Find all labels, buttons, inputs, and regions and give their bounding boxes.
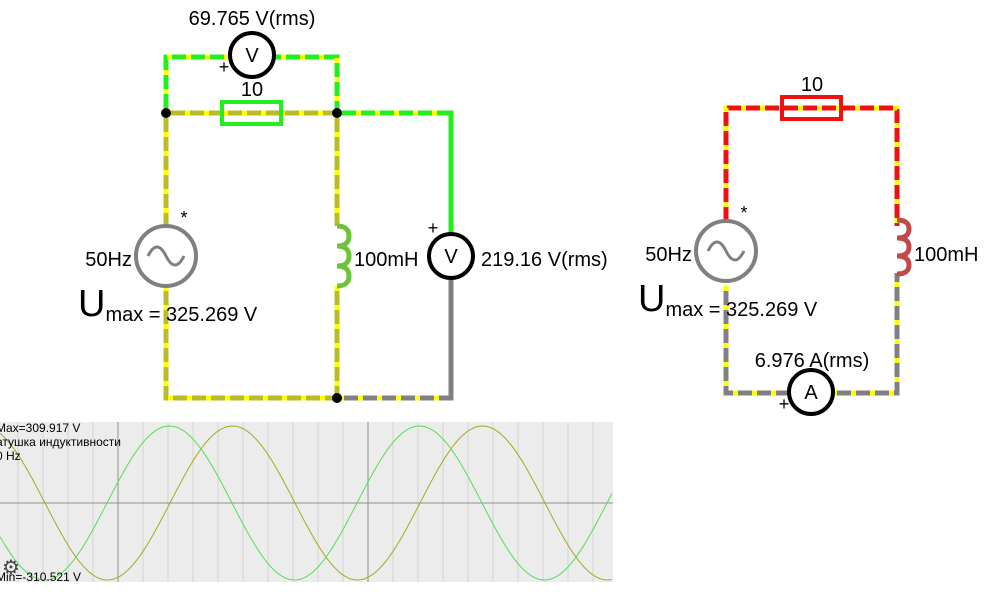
wire-to-voltmeter-right[interactable]: [337, 110, 454, 232]
source-right-umax: Umax = 325.269 V: [638, 278, 818, 321]
wire-right-gray-left[interactable]: [723, 286, 791, 396]
voltmeter-top-reading: 69.765 V(rms): [189, 8, 316, 30]
scope-trace-voltmeter: [0, 425, 613, 581]
gear-icon[interactable]: ⚙: [2, 557, 20, 579]
resistor-right[interactable]: [780, 95, 843, 121]
ac-source-right[interactable]: [694, 219, 758, 283]
scope-min-label: Min=-310.521 V: [0, 570, 82, 582]
voltmeter-top-plus: +: [219, 57, 230, 77]
inductor-right-label: 100mH: [914, 244, 978, 266]
oscilloscope-panel[interactable]: Max=309.917 V атушка индуктивности 0 Hz …: [0, 422, 613, 582]
wire-right-lower[interactable]: [337, 280, 454, 401]
ammeter-symbol: A: [804, 382, 818, 404]
ammeter-plus: +: [779, 394, 790, 414]
wire-right-gray-right[interactable]: [832, 273, 900, 396]
source-right-star: *: [740, 203, 747, 223]
scope-trace-inductor: [0, 425, 613, 581]
oscilloscope-plot: [0, 422, 613, 582]
inductor-left-label: 100mH: [354, 249, 418, 271]
voltmeter-right-reading: 219.16 V(rms): [481, 249, 608, 271]
source-left-freq: 50Hz: [85, 249, 132, 271]
inductor-left[interactable]: [336, 223, 352, 289]
source-right-freq: 50Hz: [645, 244, 692, 266]
current-dots-left: [163, 54, 451, 401]
voltmeter-top[interactable]: [228, 31, 276, 79]
scope-max-label: Max=309.917 V: [0, 422, 81, 435]
ac-source-left[interactable]: [134, 224, 198, 288]
current-dots-right: [723, 105, 900, 396]
resistor-left[interactable]: [220, 100, 283, 126]
right-circuit: 10 * 50Hz Umax = 325.269 V 100mH 6.976 A…: [638, 74, 978, 416]
voltmeter-top-symbol: V: [245, 45, 259, 67]
scope-grid: [17, 422, 594, 582]
wire-left-lower[interactable]: [163, 286, 337, 401]
voltmeter-right[interactable]: [427, 232, 475, 280]
source-left-star: *: [180, 208, 187, 228]
scope-freq-label: 0 Hz: [0, 449, 21, 463]
node-bottom-mid[interactable]: [332, 393, 342, 403]
resistor-left-label: 10: [241, 79, 263, 101]
resistor-right-label: 10: [801, 74, 823, 96]
voltmeter-right-plus: +: [428, 218, 439, 238]
wire-right-red[interactable]: [723, 105, 900, 226]
ammeter-right[interactable]: [787, 368, 835, 416]
scope-element-label: атушка индуктивности: [0, 435, 121, 449]
node-top-left[interactable]: [161, 108, 171, 118]
node-top-mid[interactable]: [332, 108, 342, 118]
source-left-umax: Umax = 325.269 V: [78, 283, 258, 326]
left-circuit: 69.765 V(rms) V + 10 * 50Hz Umax = 325.2…: [78, 8, 608, 403]
inductor-right[interactable]: [896, 217, 912, 277]
ammeter-reading: 6.976 A(rms): [755, 350, 869, 372]
voltmeter-right-symbol: V: [444, 246, 458, 268]
